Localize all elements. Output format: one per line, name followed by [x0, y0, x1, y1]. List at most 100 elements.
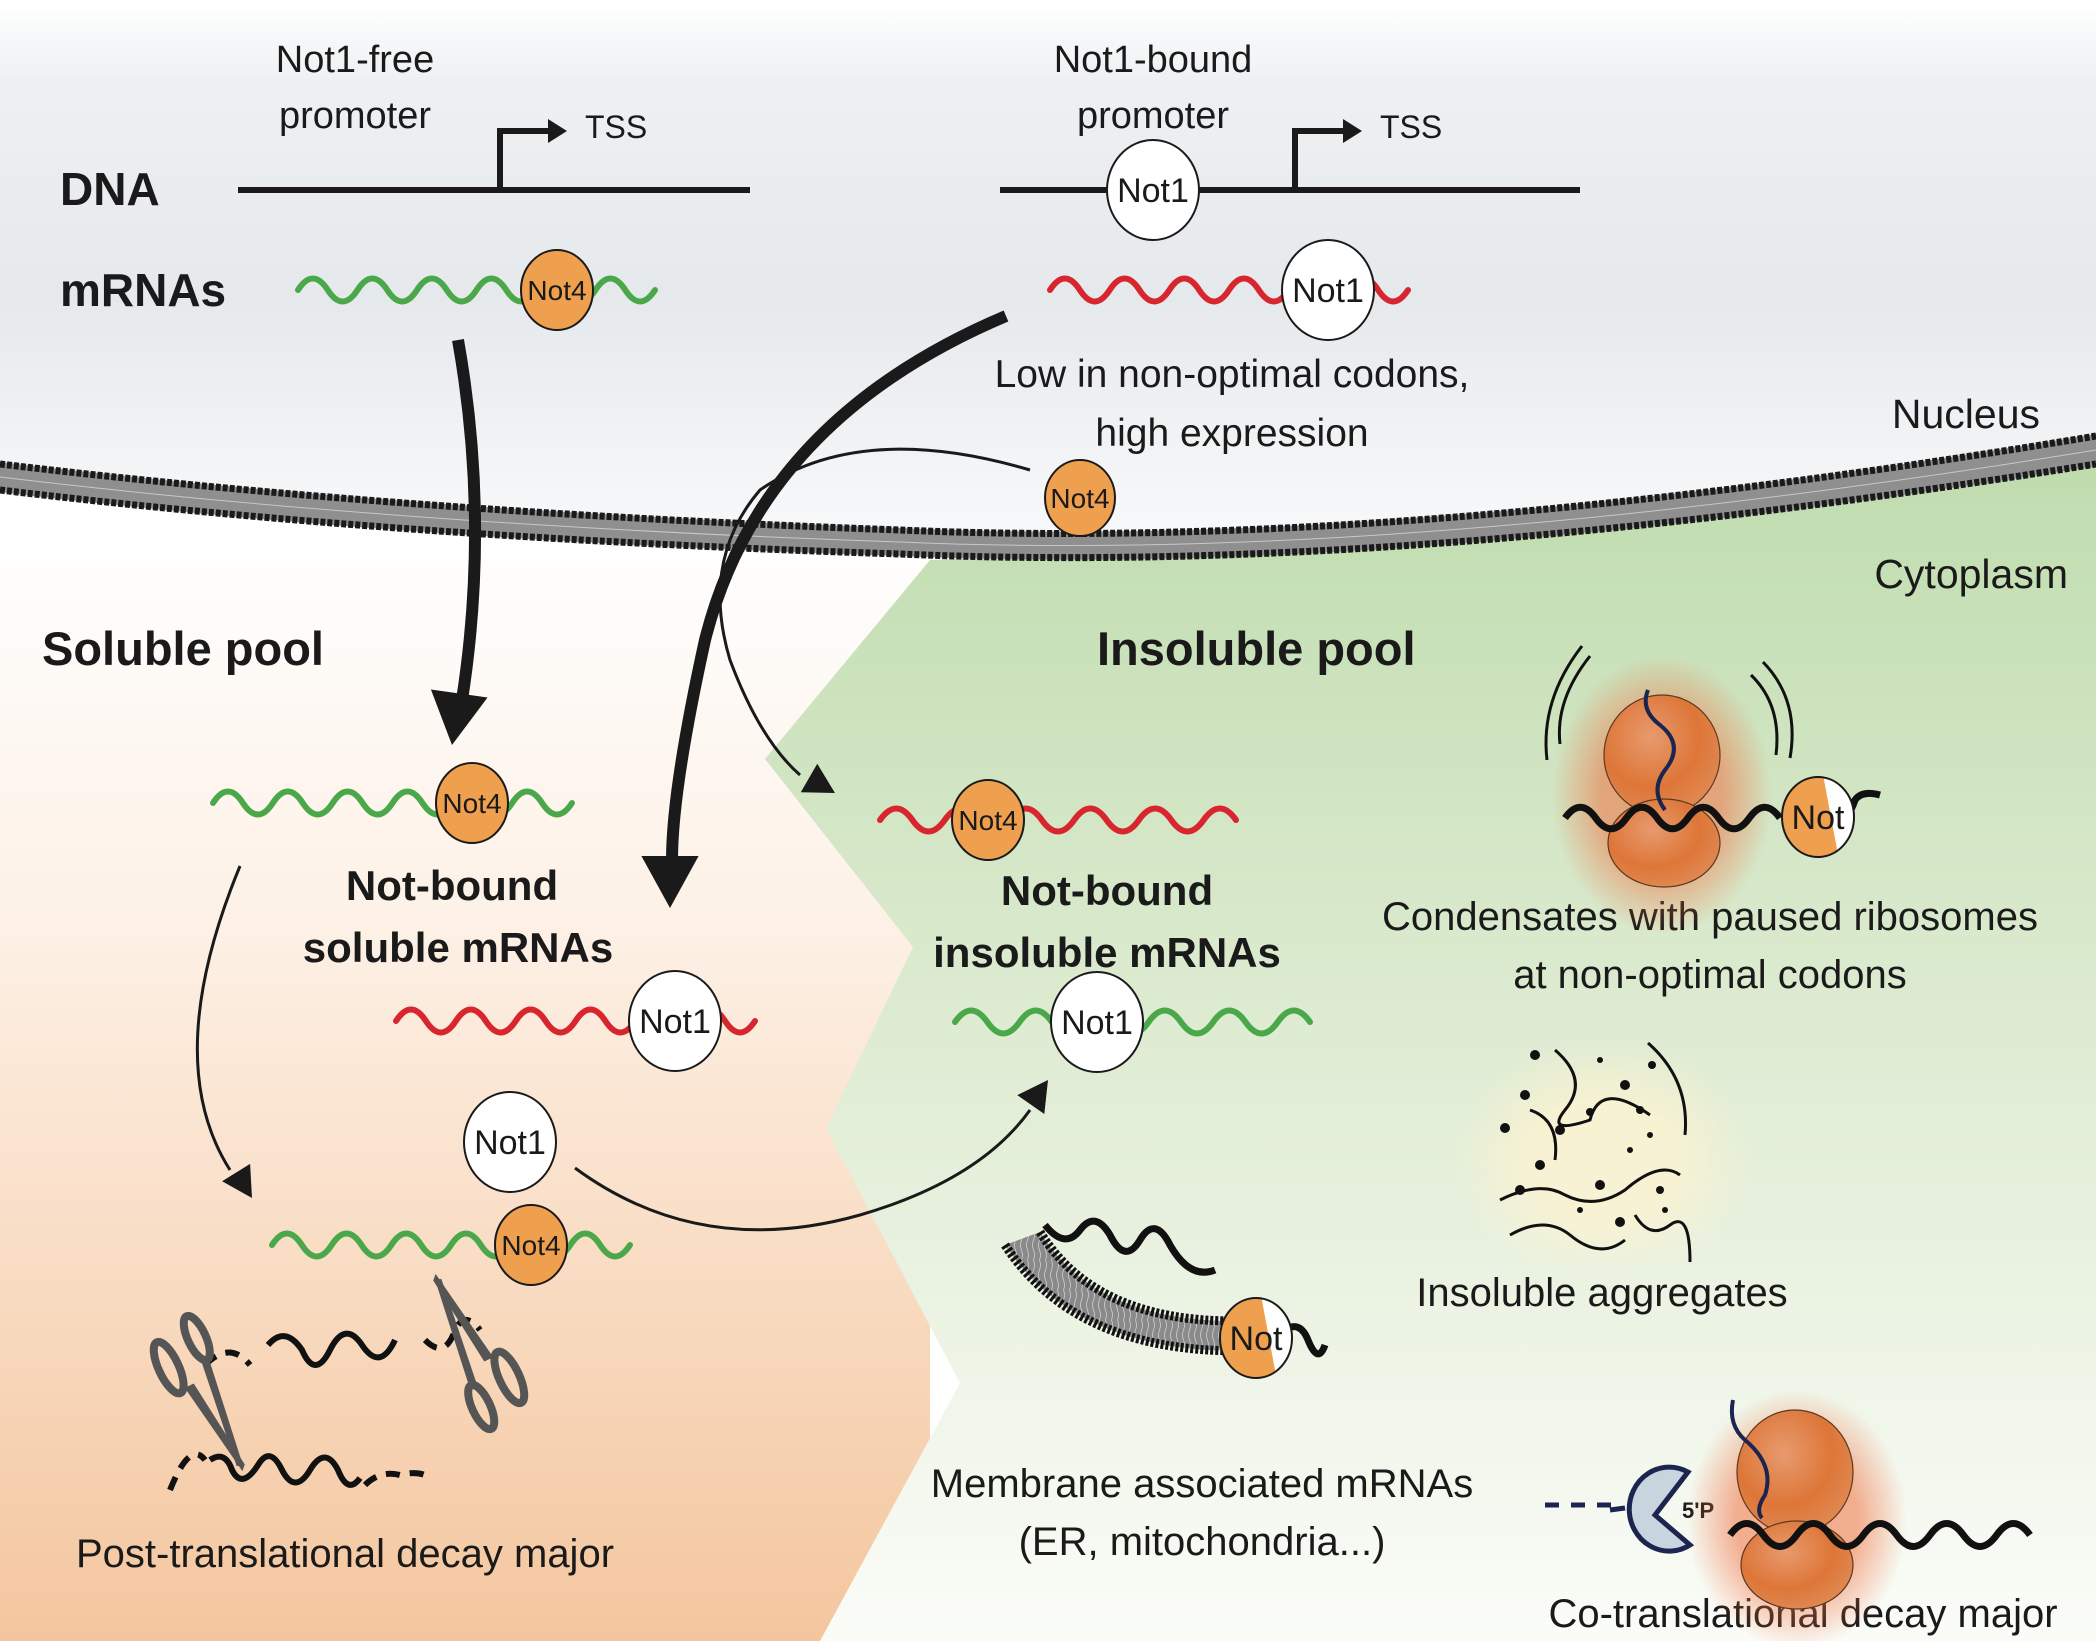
not1-free-promoter-line2: promoter	[279, 95, 431, 137]
not1-insoluble-mrna-label: Not1	[1061, 1004, 1133, 1042]
not1-bound-promoter-line1: Not1-bound	[1054, 39, 1253, 81]
export-arrow-left	[452, 338, 482, 701]
tss-arrow-icon	[548, 119, 567, 143]
not1-to-insoluble-arrow-head	[1017, 1080, 1048, 1115]
aggregate-strand	[1633, 1214, 1692, 1263]
scissors-handle	[464, 1380, 499, 1434]
not-bound-soluble-line1: Not-bound	[346, 862, 558, 909]
not4-free-nucleus-shape	[1044, 459, 1116, 537]
aggregate-particle	[1520, 1090, 1530, 1100]
not1-free-soluble-shape	[463, 1091, 557, 1193]
membrane-associated-line1: Membrane associated mRNAs	[931, 1462, 1473, 1506]
dna-not1-free	[238, 119, 750, 193]
export-arrow-right-head	[641, 856, 699, 908]
membrane-associated-line2: (ER, mitochondria...)	[1019, 1520, 1386, 1564]
aggregate-particle	[1530, 1050, 1540, 1060]
export-arrow-left-head	[430, 689, 488, 745]
condensates-line2: at non-optimal codons	[1513, 953, 1907, 997]
aggregate-particle	[1500, 1123, 1510, 1133]
aggregate-particle	[1648, 1061, 1656, 1069]
mrna-condensate	[1562, 803, 1783, 833]
aggregate-particle	[1647, 1132, 1653, 1138]
degraded-mrna	[1609, 1505, 1626, 1513]
not4-insoluble-label: Not4	[958, 805, 1017, 836]
insoluble-pool-title: Insoluble pool	[1097, 622, 1416, 675]
mrna-soluble-green-top	[210, 788, 575, 818]
soluble-pool-title: Soluble pool	[42, 622, 324, 675]
mrna-fragment-dashed	[362, 1470, 432, 1488]
not4-nucleus-green-mrna-label: Not4	[527, 275, 586, 306]
aggregate-particle	[1515, 1185, 1525, 1195]
scissors-handle	[490, 1347, 529, 1408]
post-translational-label: Post-translational decay major	[76, 1532, 614, 1576]
scissors-icon	[433, 1273, 529, 1434]
scissors-handle	[179, 1311, 214, 1365]
ribosome-small-subunit	[1607, 798, 1721, 888]
not1-free-soluble: Not1	[463, 1091, 557, 1193]
not1-nucleus-red-mrna: Not1	[1281, 239, 1375, 341]
membrane-midline	[0, 449, 2096, 547]
aggregate-strand	[1509, 1223, 1626, 1251]
mrna-co-translational	[1727, 1520, 2033, 1550]
mrna-fragment	[208, 1453, 363, 1488]
membrane-inner-heads	[0, 460, 2096, 562]
tss-arrow-icon	[1343, 119, 1362, 143]
motion-line-icon	[1544, 645, 1584, 761]
aggregate-particle	[1636, 1106, 1644, 1114]
not4-soluble-bottom-label: Not4	[501, 1230, 560, 1261]
not4-to-insoluble-arrow-head	[800, 763, 835, 793]
not1-soluble-mrna: Not1	[628, 970, 722, 1072]
not1-soluble-mrna-label: Not1	[639, 1003, 711, 1041]
not4-soluble-top: Not4	[435, 762, 509, 844]
aggregate-particle	[1615, 1217, 1625, 1227]
scissors-blade	[435, 1278, 477, 1386]
not4-soluble-top-shape	[435, 762, 509, 844]
mrna-membrane	[1042, 1217, 1217, 1276]
xrn1-exonuclease-icon	[1626, 1464, 1695, 1554]
not4-to-insoluble-arrow	[718, 447, 1031, 777]
not1-nucleus-red-mrna-shape	[1281, 239, 1375, 341]
scissors-blade	[433, 1273, 494, 1362]
tss-label: TSS	[585, 109, 647, 145]
co-translational-decay-group: 5'P	[1545, 1390, 2033, 1641]
not1-soluble-mrna-shape	[628, 970, 722, 1072]
scissors-icon	[149, 1311, 245, 1472]
aggregate-strand	[1554, 1048, 1651, 1128]
not4-free-nucleus-label: Not4	[1050, 483, 1109, 514]
mrna-fragment-dashed	[422, 1317, 483, 1351]
nascent-chain	[1729, 1399, 1770, 1520]
mrna-insoluble-red	[877, 805, 1239, 835]
ribosome-large-subunit	[1736, 1409, 1854, 1535]
not1-promoter-bound-shape	[1106, 139, 1200, 241]
not1-promoter-bound: Not1	[1106, 139, 1200, 241]
mrna-fragment-dashed	[167, 1451, 208, 1492]
dna-not1-bound	[1000, 119, 1580, 193]
nucleus-label: Nucleus	[1892, 391, 2040, 437]
nascent-chain	[1643, 689, 1676, 812]
mrna-nucleus-green	[295, 275, 658, 305]
insoluble-aggregates-icon	[1452, 1040, 1752, 1280]
ribosome-large-subunit	[1603, 694, 1721, 816]
not4-nucleus-green-mrna: Not4	[520, 249, 594, 331]
soluble-pool-region	[0, 530, 930, 1641]
not1-promoter-bound-label: Not1	[1117, 172, 1189, 210]
not4-nucleus-green-mrna-shape	[520, 249, 594, 331]
aggregate-particle	[1656, 1186, 1664, 1194]
low-codons-line2: high expression	[1095, 412, 1368, 455]
not4-soluble-top-label: Not4	[442, 788, 501, 819]
aggregate-strand	[1529, 1108, 1558, 1161]
scissors-blade	[201, 1359, 243, 1467]
not1-bound-promoter-line2: promoter	[1077, 95, 1229, 137]
motion-line-icon	[1749, 673, 1779, 756]
aggregate-particle	[1535, 1160, 1545, 1170]
post-translational-decay-group	[149, 1273, 529, 1492]
nuclear-membrane	[0, 432, 2096, 562]
cytoplasm-label: Cytoplasm	[1874, 551, 2068, 597]
motion-line-icon	[1557, 655, 1592, 745]
mrna-membrane-tail	[1283, 1323, 1329, 1358]
mrnas-label: mRNAs	[60, 264, 226, 316]
not-membrane-label: Not	[1230, 1320, 1283, 1358]
dna-label: DNA	[60, 163, 160, 215]
aggregate-strand	[1647, 1041, 1688, 1136]
